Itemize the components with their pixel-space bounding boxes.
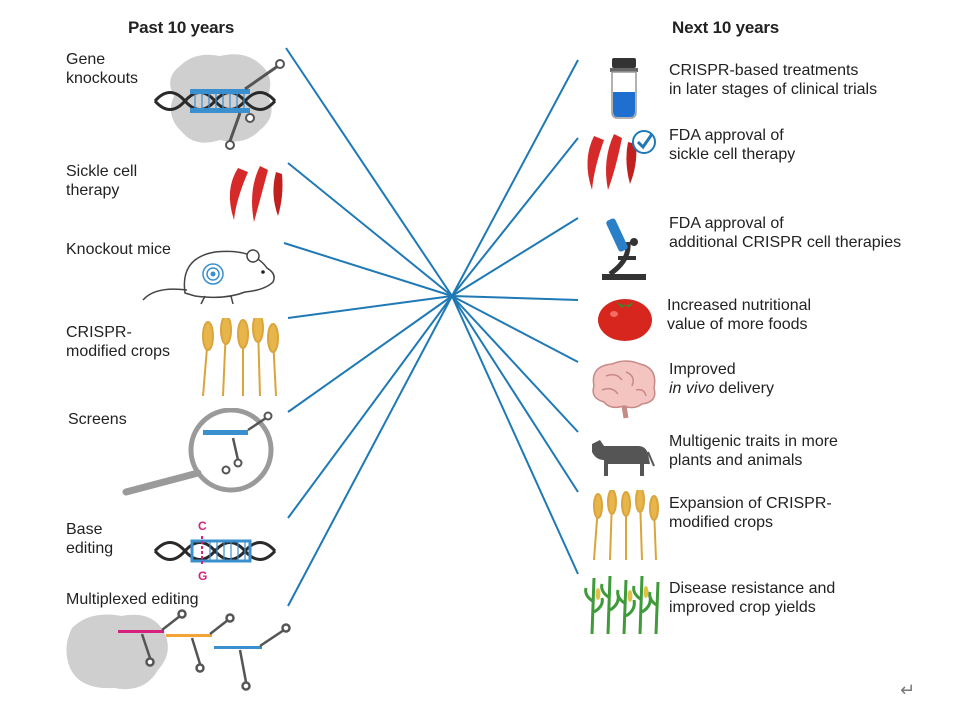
heading-past: Past 10 years [128, 18, 235, 37]
connector-disease-resistance [451, 295, 579, 575]
label-crispr-modified-crops: CRISPR-modified crops [66, 324, 171, 360]
connector-fda-sickle-cell [451, 137, 579, 297]
brain-icon [592, 360, 656, 419]
base-letter-top: C [198, 520, 207, 533]
wheat-icon [593, 490, 659, 560]
multiplex-guides-icon [66, 609, 291, 691]
connector-screens [287, 295, 453, 413]
heading-next: Next 10 years [672, 18, 780, 37]
protein-dna-guide-icon [153, 54, 285, 150]
label-expansion-crops: Expansion of CRISPR-modified crops [669, 495, 832, 531]
connector-sickle-cell-therapy [287, 162, 453, 297]
label-multiplexed-editing: Multiplexed editing [66, 591, 199, 608]
label-screens: Screens [68, 411, 127, 428]
tomato-icon [598, 299, 652, 341]
connector-crispr-modified-crops [287, 295, 453, 319]
connector-base-editing [287, 295, 453, 519]
vial-icon [610, 58, 638, 119]
sickle-cell-check-icon [587, 130, 656, 190]
connector-gene-knockouts [285, 47, 453, 297]
cow-icon [592, 440, 655, 476]
sickle-cell-icon [229, 166, 283, 222]
connector-multiplexed-editing [287, 295, 453, 607]
connector-knockout-mice [283, 242, 453, 297]
label-knockout-mice: Knockout mice [66, 241, 171, 258]
label-in-vivo-delivery: Improved in vivo delivery [669, 361, 774, 397]
dna-base-edit-icon: C G [153, 520, 277, 582]
microscope-icon [602, 218, 646, 280]
connector-nutritional-value [451, 295, 579, 301]
mouse-icon [142, 249, 275, 305]
wheat-icon [202, 318, 279, 396]
return-icon: ↵ [900, 680, 916, 700]
connector-in-vivo-delivery [451, 295, 579, 363]
connector-multigenic-traits [451, 295, 579, 433]
magnifier-icon [122, 408, 274, 496]
corn-field-icon [584, 575, 660, 634]
base-letter-bottom: G [198, 569, 207, 582]
connector-fda-cell-therapies [451, 217, 579, 297]
connector-expansion-crops [451, 295, 579, 493]
connector-clinical-trials [451, 59, 579, 297]
